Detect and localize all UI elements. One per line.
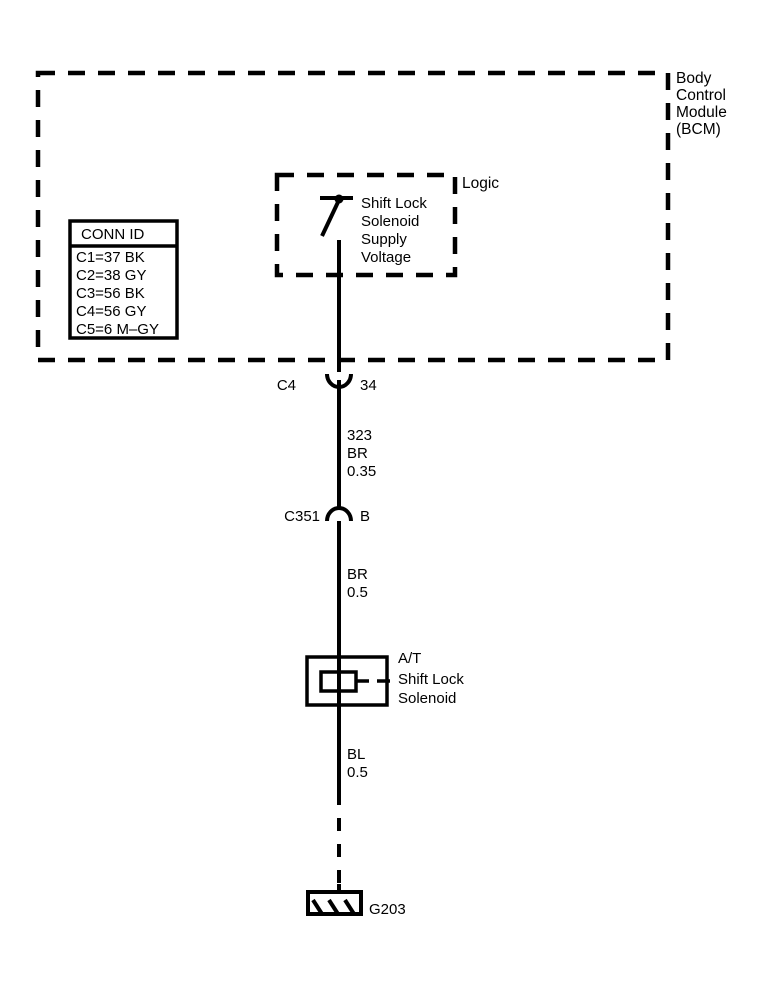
c351-connector-arch — [325, 506, 353, 522]
conn-id-header: CONN ID — [81, 226, 145, 243]
switch-arm — [320, 199, 341, 237]
bcm-label-line-0: Body — [676, 70, 712, 87]
conn-id-table: CONN ID C1=37 BK C2=38 GY C3=56 BK C4=56… — [68, 219, 179, 340]
ground-hatch-3 — [343, 898, 356, 916]
c4-connector-right-label: 34 — [360, 377, 377, 394]
shift-lock-switch-symbol — [320, 194, 353, 290]
conn-id-row-0: C1=37 BK — [76, 249, 145, 266]
bcm-label-line-3: (BCM) — [676, 121, 721, 138]
switch-desc-line-1: Solenoid — [361, 213, 419, 230]
logic-enclosure — [274, 172, 458, 278]
ground-hatch-2 — [327, 898, 340, 916]
conn-id-row-1: C2=38 GY — [76, 267, 146, 284]
conn-id-table-border — [68, 219, 179, 340]
solenoid-outer-box — [305, 655, 389, 707]
wire-bl-05-line-1: 0.5 — [347, 764, 368, 781]
at-shift-lock-solenoid-label: A/T Shift Lock Solenoid — [398, 650, 464, 707]
wire-bl-05-line-0: BL — [347, 746, 365, 763]
logic-label: Logic — [462, 175, 499, 192]
g203-ground-symbol — [306, 884, 363, 916]
at-shift-lock-solenoid-symbol — [305, 655, 390, 707]
wire-br-05-line-0: BR — [347, 566, 368, 583]
c4-connector-left-label: C4 — [277, 377, 296, 394]
bcm-enclosure — [35, 70, 671, 363]
wire-323-line-2: 0.35 — [347, 463, 376, 480]
switch-desc-line-2: Supply — [361, 231, 407, 248]
c351-connector-left-label: C351 — [284, 508, 320, 525]
wire-bl-05-label: BL 0.5 — [347, 746, 368, 781]
wire-br-05-line-1: 0.5 — [347, 584, 368, 601]
conn-id-row-3: C4=56 GY — [76, 303, 146, 320]
wire-323-line-1: BR — [347, 445, 368, 462]
conn-id-row-2: C3=56 BK — [76, 285, 145, 302]
wire-br-05-label: BR 0.5 — [347, 566, 368, 601]
switch-desc-line-3: Voltage — [361, 249, 411, 266]
solenoid-label-line-0: A/T — [398, 650, 421, 667]
g203-ground-label: G203 — [369, 901, 406, 918]
bcm-label: Body Control Module (BCM) — [676, 70, 727, 138]
bcm-label-line-1: Control — [676, 87, 726, 104]
conn-id-row-4: C5=6 M–GY — [76, 321, 159, 338]
ground-hatch-1 — [311, 898, 324, 916]
c4-connector: C4 34 — [277, 373, 377, 398]
c351-connector: C351 B — [284, 506, 370, 540]
switch-description: Shift Lock Solenoid Supply Voltage — [361, 195, 427, 266]
wire-323-label: 323 BR 0.35 — [347, 427, 376, 480]
solenoid-label-line-1: Shift Lock — [398, 671, 464, 688]
solenoid-label-line-2: Solenoid — [398, 690, 456, 707]
c351-connector-right-label: B — [360, 508, 370, 525]
bcm-label-line-2: Module — [676, 104, 727, 121]
wire-323-line-0: 323 — [347, 427, 372, 444]
switch-desc-line-0: Shift Lock — [361, 195, 427, 212]
